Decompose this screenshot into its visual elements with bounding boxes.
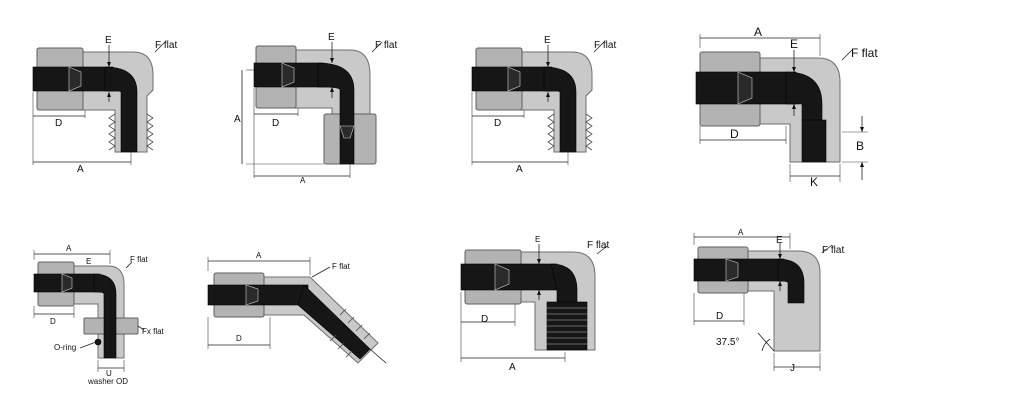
dim-d-label: D (730, 127, 739, 141)
45-degree-elbow-drawing: A F flat D (207, 251, 387, 364)
female-elbow-diagram: A E F flat D B K (690, 20, 895, 190)
dim-d-label: D (272, 118, 279, 129)
female-elbow-drawing: A E F flat D B K (695, 25, 878, 189)
dim-f-label: F flat (375, 40, 397, 51)
pipe-thread (547, 307, 587, 345)
dim-u-label: U (106, 369, 112, 378)
female-pipe-elbow-drawing: E F flat D A (460, 235, 609, 373)
dim-f-label: F flat (822, 245, 844, 256)
ferrule (68, 66, 82, 92)
male-elbow-diagram: E F flat D A (25, 30, 185, 180)
ferrule (61, 273, 73, 293)
male-elbow-alt-diagram: E F flat D A (468, 30, 628, 180)
ferrule (494, 263, 510, 291)
dim-e-label: E (105, 35, 112, 46)
dim-a-label: A (516, 164, 523, 175)
dim-e-label: E (790, 37, 798, 51)
ferrule-left (281, 62, 295, 88)
dim-a-horizontal-label: A (300, 176, 306, 185)
dim-e-label: E (776, 235, 783, 246)
tube (693, 258, 785, 282)
ferrule-bottom (339, 125, 355, 139)
ferrule (725, 258, 739, 282)
bore-bend (104, 66, 138, 153)
pipe-thread (329, 308, 371, 358)
pipe-thread (108, 113, 154, 151)
dim-d-label: D (494, 118, 501, 129)
female-pipe-elbow-diagram: E F flat D A (455, 232, 625, 377)
o-ring-label: O-ring (54, 343, 76, 352)
dim-a-label: A (509, 362, 516, 373)
union-elbow-diagram: E F flat D A A (232, 30, 407, 185)
dim-f-label: F flat (587, 240, 609, 251)
dim-d-label: D (50, 317, 56, 326)
dim-k-label: K (810, 175, 818, 189)
pipe-thread (547, 113, 593, 151)
flare-elbow-diagram: A E F flat D 37.5° J (690, 225, 865, 375)
dim-b-label: B (856, 139, 864, 153)
washer-od-label: washer OD (87, 377, 128, 386)
ferrule (507, 66, 521, 92)
dim-d-label: D (716, 311, 723, 322)
flare-elbow-drawing: A E F flat D 37.5° J (693, 228, 844, 374)
bore-bend (297, 284, 371, 360)
dim-d-label: D (55, 118, 62, 129)
dim-j-label: J (790, 363, 795, 374)
45-degree-elbow-diagram: A F flat D (200, 245, 395, 380)
union-elbow-drawing: E F flat D A A (234, 32, 397, 185)
dim-a-label: A (77, 164, 84, 175)
dim-f-label: F flat (851, 46, 878, 60)
bore-bend (93, 273, 117, 359)
flare-angle-label: 37.5° (716, 337, 739, 348)
dim-a-label: A (754, 25, 762, 39)
dim-e-label: E (328, 32, 335, 43)
dim-a-label: A (256, 251, 262, 260)
dim-f-label: F flat (130, 255, 149, 264)
dim-f-label: F flat (594, 40, 616, 51)
dim-e-label: E (544, 35, 551, 46)
male-elbow-alt-drawing: E F flat D A (471, 35, 616, 175)
positionable-elbow-diagram: A E F flat D Fx flat O-ring U washer OD (28, 240, 178, 390)
bore-bend (543, 66, 577, 153)
bore-bend (777, 258, 805, 304)
dim-a-label: A (66, 244, 72, 253)
male-elbow-drawing: E F flat D A (32, 35, 177, 175)
dim-e-label: E (86, 257, 91, 266)
ferrule (245, 284, 259, 306)
dim-d-label: D (236, 334, 242, 343)
dim-a-vertical-label: A (234, 114, 241, 125)
female-port (801, 119, 827, 163)
dim-f-label: F flat (332, 262, 351, 271)
dim-d-label: D (481, 314, 488, 325)
dim-a-label: A (738, 228, 744, 237)
bore-bend (317, 62, 355, 165)
dim-f-label: F flat (155, 40, 177, 51)
dim-e-label: E (535, 235, 540, 244)
dim-fx-label: Fx flat (142, 327, 165, 336)
positionable-elbow-drawing: A E F flat D Fx flat O-ring U washer OD (33, 244, 165, 386)
ferrule (737, 71, 753, 105)
